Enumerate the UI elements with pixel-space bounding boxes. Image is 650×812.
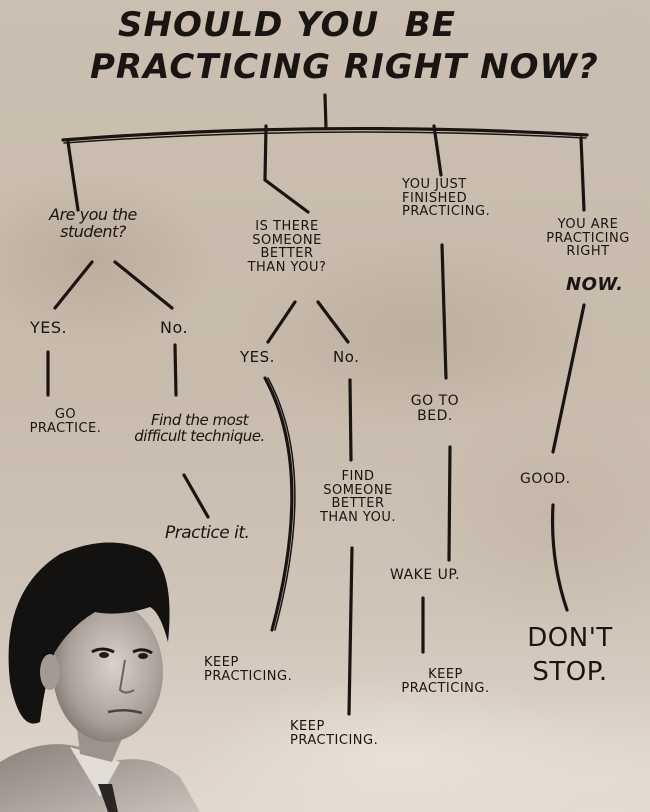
question-are-you-the-student: Are you the student?: [49, 205, 137, 241]
outcome-practice-it: Practice it.: [165, 523, 250, 543]
question-is-there-someone-better: IS THERE SOMEONE BETTER THAN YOU?: [247, 219, 327, 275]
question-you-are-practicing-right: YOU ARE PRACTICING RIGHT: [546, 217, 630, 260]
portrait-illustration: [0, 542, 200, 812]
outcome-good: GOOD.: [520, 471, 571, 487]
outcome-wake-up: WAKE UP.: [390, 567, 461, 583]
branch1-no-label: No.: [160, 318, 189, 337]
outcome-keep-practicing-3: KEEP PRACTICING.: [401, 667, 490, 696]
question-you-just-finished-practicing: YOU JUST FINISHED PRACTICING.: [402, 177, 491, 220]
portrait-photo: [0, 532, 200, 812]
outcome-dont-stop: DON'T STOP.: [527, 623, 613, 687]
outcome-find-someone-better: FIND SOMEONE BETTER THAN YOU.: [319, 469, 397, 525]
outcome-go-to-bed: GO TO BED.: [410, 393, 460, 424]
outcome-keep-practicing-1: KEEP PRACTICING.: [204, 655, 293, 684]
outcome-keep-practicing-2: KEEP PRACTICING.: [290, 719, 379, 748]
outcome-find-most-difficult-technique: Find the most difficult technique.: [134, 411, 265, 445]
title-line-1: SHOULD YOU BE: [118, 5, 456, 45]
outcome-go-practice: GO PRACTICE.: [29, 407, 102, 436]
branch1-yes-label: YES.: [30, 318, 68, 337]
title-line-2: PRACTICING RIGHT NOW?: [90, 47, 599, 87]
branch2-no-label: No.: [333, 348, 360, 366]
branch2-yes-label: YES.: [240, 348, 275, 366]
question-now: NOW.: [566, 274, 624, 295]
